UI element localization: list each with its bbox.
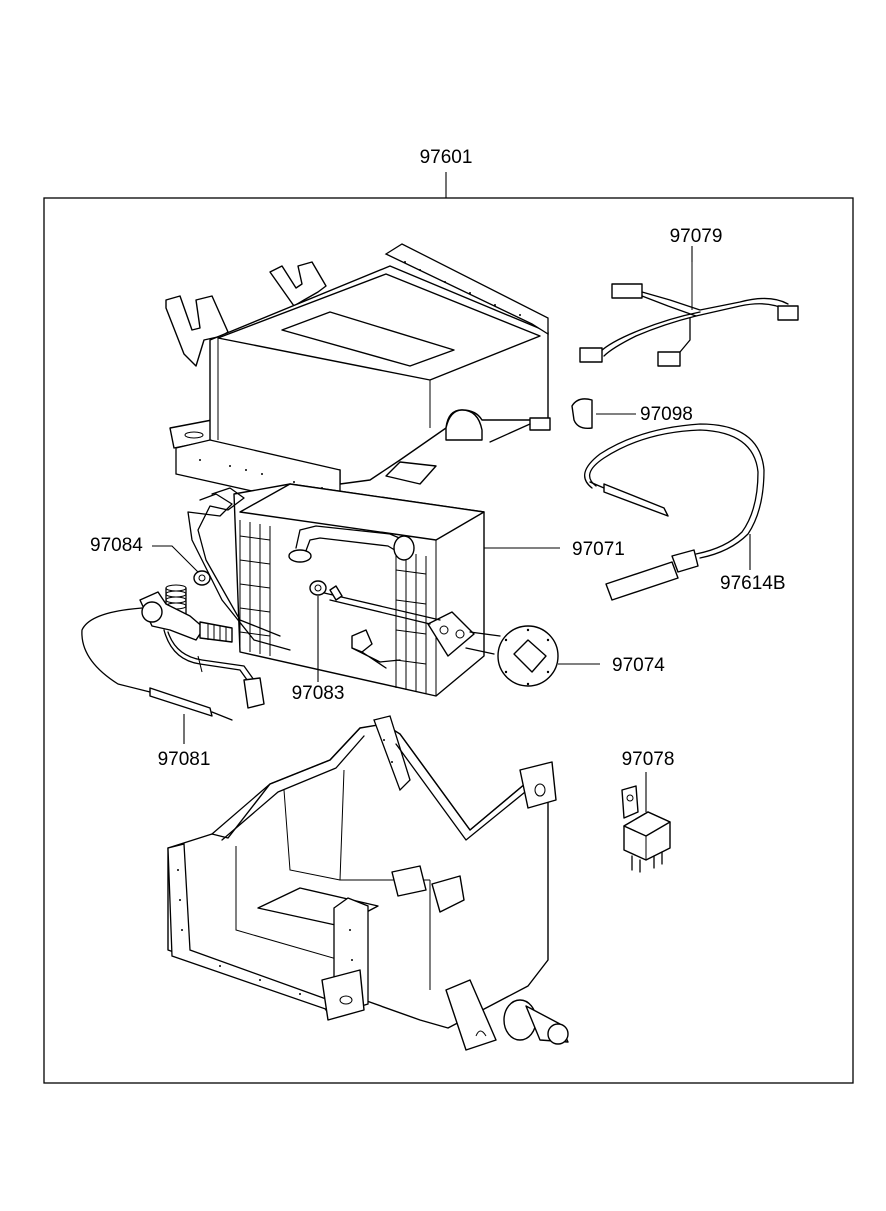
label-97614B: 97614B [720,573,786,594]
label-97079: 97079 [670,226,723,247]
part-97079-harness [579,260,799,367]
upper-case [165,243,551,505]
label-97083: 97083 [292,683,345,704]
part-97614B-sensor [584,423,765,601]
leader-97084 [152,545,199,573]
part-97081-assembly [81,584,265,721]
label-97071: 97071 [572,539,625,560]
lower-case [167,715,569,1051]
label-97098: 97098 [640,404,693,425]
label-97074: 97074 [612,655,665,676]
part-97078-relay [621,785,671,873]
label-97084: 97084 [90,535,143,556]
part-97084-grommet [193,570,211,586]
part-97083-nut [309,580,343,601]
label-97081: 97081 [158,749,211,770]
leader-lines [152,246,751,812]
part-97074-gasket [497,625,559,687]
label-97601: 97601 [420,147,473,168]
evaporator-core [187,483,501,697]
assembly-frame [43,197,854,1084]
part-97098-clip [571,398,593,430]
label-97078: 97078 [622,749,675,770]
